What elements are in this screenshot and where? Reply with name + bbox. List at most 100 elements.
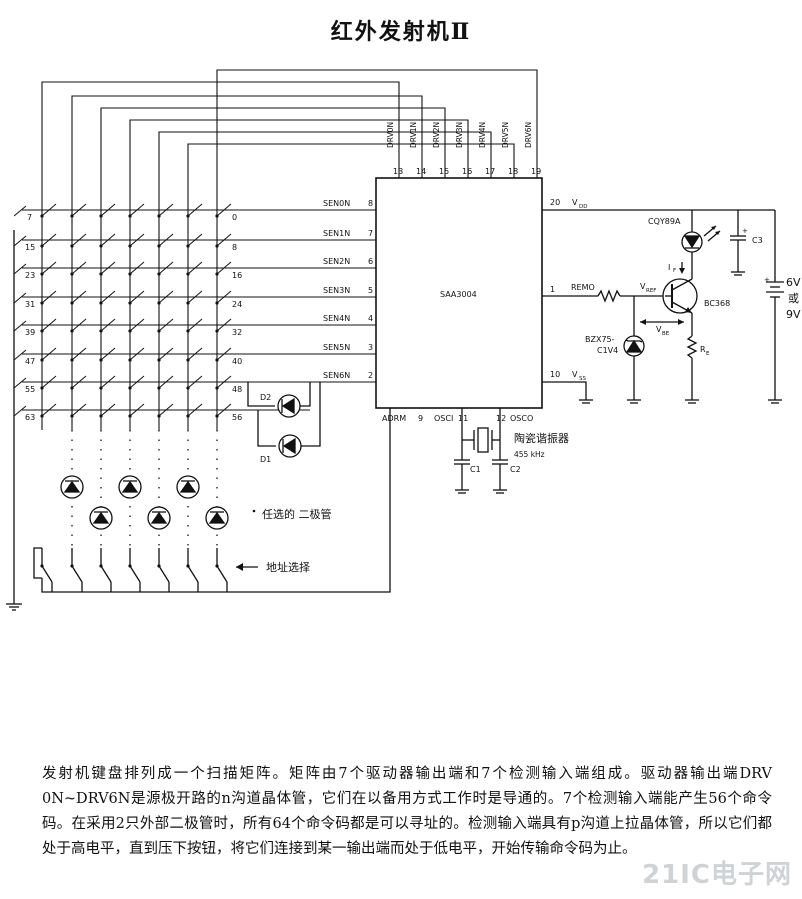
vbe-label: V [656,325,662,334]
watermark: 21IC电子网 [642,860,792,890]
sen-label-0: SEN0N [323,199,350,208]
junction-dot [128,214,132,218]
key-switch [100,290,116,304]
optional-diode-label: 任选的 二极管 [262,507,332,521]
junction-dot [128,244,132,248]
key-switch [129,233,145,247]
zener-label-2: C1V4 [597,346,618,355]
battery-voltage-9v: 9V [786,308,801,321]
junction-dot [128,358,132,362]
key-switch [129,403,145,417]
battery-voltage-6v: 6V [786,276,801,289]
row-label-5: 47 [25,357,35,366]
junction-dot [215,272,219,276]
address-switch [216,565,228,583]
adrm-label: ADRM [382,414,406,423]
junction-dot [70,329,74,333]
address-switch [100,565,112,583]
svg-text:E: E [706,351,710,357]
key-switch [13,292,27,304]
key-switch [129,261,145,275]
key-switch [13,320,27,332]
transistor-label: BC368 [704,299,730,308]
adrm-pin: 9 [418,414,423,423]
key-switch [216,375,232,389]
schematic-diagram: SAA3004 DRV0N DRV1N DRV2N DRV3N DRV4N DR… [6,69,801,611]
optional-diodes [60,430,229,548]
drv-pin-6: 19 [531,167,541,176]
drv-pin-2: 15 [439,167,449,176]
junction-dot [215,386,219,390]
sen-label-3: SEN3N [323,286,350,295]
iref-label: I [668,263,670,272]
sen-pin-3: 5 [368,286,373,295]
key-switch [41,290,57,304]
key-switch [71,233,87,247]
d2-label: D2 [260,393,271,402]
diode-triangle [121,480,139,493]
key-switch [13,263,27,275]
key-switch [129,347,145,361]
junction-dot [70,214,74,218]
junction-dot [70,301,74,305]
remo-label: REMO [571,283,595,292]
junction-dot [157,214,161,218]
resonator-label: 陶瓷谐振器 [514,431,569,445]
sen-pin-5: 3 [368,343,373,352]
junction-dot [40,244,44,248]
key-switch [187,290,203,304]
junction-dot [157,414,161,418]
key-switch [71,347,87,361]
junction-dot [186,214,190,218]
sen-pin-1: 7 [368,229,373,238]
diode-triangle [150,511,168,524]
key-switch [158,203,174,217]
diode-d2 [247,382,311,418]
key-switch [216,290,232,304]
row-label-2: 23 [25,271,35,280]
key-switch [158,375,174,389]
address-switch [129,565,141,583]
junction-dot [70,386,74,390]
d1-label: D1 [260,455,271,464]
zener-label: BZX75- [585,335,615,344]
junction-dot [186,358,190,362]
key-switch [216,403,232,417]
key-switch [13,235,27,247]
row-label-6: 55 [25,385,35,394]
sen-pin-0: 8 [368,199,373,208]
key-switch [71,203,87,217]
cmd-label-3: 24 [232,300,242,309]
junction-dot [99,244,103,248]
address-switch [187,565,199,583]
key-switch [41,233,57,247]
svg-text:BE: BE [662,331,670,337]
ic-name: SAA3004 [440,290,477,299]
junction-dot [186,301,190,305]
junction-dot [215,414,219,418]
sen-label-6: SEN6N [323,371,350,380]
junction-dot [215,214,219,218]
address-switches [33,547,228,592]
key-switch [216,261,232,275]
junction-dot [99,358,103,362]
key-switch [13,205,27,217]
key-switch [100,203,116,217]
drv-pin-0: 13 [393,167,403,176]
address-switch [158,565,170,583]
junction-dot [40,358,44,362]
junction-dot [186,414,190,418]
key-switch [100,233,116,247]
drv-pin-4: 17 [485,167,495,176]
junction-dot [70,414,74,418]
key-switch [158,290,174,304]
junction-dot [186,272,190,276]
key-switch [129,375,145,389]
junction-dot [157,386,161,390]
row-label-1: 15 [25,243,35,252]
sen-label-2: SEN2N [323,257,350,266]
junction-dot [186,244,190,248]
vss-label: V [572,370,578,379]
diode-triangle [179,480,197,493]
re-label: R [700,345,706,354]
